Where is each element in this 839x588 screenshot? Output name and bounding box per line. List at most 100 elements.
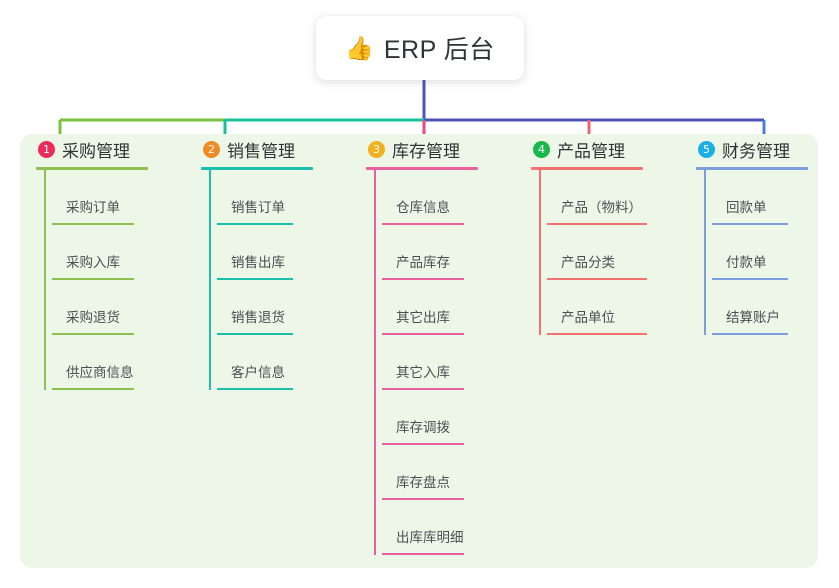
module-item[interactable]: 产品分类 [539,225,647,280]
module-item[interactable]: 出库库明细 [374,500,478,555]
module-item-rule [382,333,464,335]
module-item-label: 结算账户 [726,310,780,325]
module-item[interactable]: 库存盘点 [374,445,478,500]
module-index-badge: 2 [203,140,220,158]
branch-trunk-line [44,170,46,390]
module-column-4: 4 产品管理产品（物料） 产品分类产品单位 [531,134,647,335]
module-item-rule [52,333,134,335]
module-header-rule [531,167,643,170]
module-index-badge: 5 [698,140,715,158]
module-item-rule [382,443,464,445]
module-item[interactable]: 产品库存 [374,225,478,280]
module-item-label: 产品分类 [561,255,615,270]
module-item-label: 销售出库 [231,255,285,270]
module-item[interactable]: 其它出库 [374,280,478,335]
module-header-rule [366,167,478,170]
module-header-2[interactable]: 2 销售管理 [201,134,313,164]
module-item-list: 回款单付款单结算账户 [696,170,808,335]
module-item-label: 产品（物料） [561,200,642,215]
module-header-4[interactable]: 4 产品管理 [531,134,643,164]
module-item-label: 采购订单 [66,200,120,215]
module-item-rule [547,223,647,225]
module-item-rule [712,278,788,280]
module-item-rule [712,223,788,225]
module-item[interactable]: 采购订单 [44,170,148,225]
module-item-label: 其它入库 [396,365,450,380]
root-title-card[interactable]: 👍 ERP 后台 [316,16,524,80]
module-item-label: 库存盘点 [396,475,450,490]
module-item-rule [547,333,647,335]
module-item[interactable]: 销售退货 [209,280,313,335]
module-title: 产品管理 [557,141,625,161]
module-item[interactable]: 结算账户 [704,280,808,335]
module-index-badge: 3 [368,140,385,158]
module-item-label: 产品库存 [396,255,450,270]
module-item[interactable]: 客户信息 [209,335,313,390]
module-item-rule [217,333,293,335]
module-item-label: 其它出库 [396,310,450,325]
module-item-rule [382,223,464,225]
module-header-rule [696,167,808,170]
module-title: 财务管理 [722,141,790,161]
module-index-badge: 1 [38,140,55,158]
module-item-label: 回款单 [726,200,767,215]
module-item-rule [382,498,464,500]
module-item-list: 采购订单采购入库采购退货供应商信息 [36,170,148,390]
thumbs-up-icon: 👍 [345,34,374,61]
module-item[interactable]: 产品（物料） [539,170,647,225]
module-item[interactable]: 销售订单 [209,170,313,225]
module-item-label: 出库库明细 [396,530,464,545]
module-header-5[interactable]: 5 财务管理 [696,134,808,164]
module-item-rule [382,388,464,390]
module-header-rule [201,167,313,170]
module-column-3: 3 库存管理仓库信息产品库存其它出库其它入库库存调拨库存盘点出库库明细 [366,134,478,555]
module-index-badge: 4 [533,140,550,158]
module-column-1: 1 采购管理采购订单采购入库采购退货供应商信息 [36,134,148,390]
module-item[interactable]: 仓库信息 [374,170,478,225]
module-item[interactable]: 采购退货 [44,280,148,335]
module-item-rule [217,388,293,390]
module-item[interactable]: 销售出库 [209,225,313,280]
module-item-rule [52,278,134,280]
branch-trunk-line [704,170,706,335]
module-item[interactable]: 采购入库 [44,225,148,280]
module-item-list: 销售订单销售出库销售退货客户信息 [201,170,313,390]
module-item-rule [382,553,464,555]
module-item-rule [547,278,647,280]
module-item[interactable]: 付款单 [704,225,808,280]
module-item-label: 产品单位 [561,310,615,325]
page-title: ERP 后台 [383,36,495,64]
module-item-label: 仓库信息 [396,200,450,215]
module-item-rule [712,333,788,335]
module-item-label: 库存调拨 [396,420,450,435]
module-item-rule [217,223,293,225]
module-item-label: 供应商信息 [66,365,134,380]
module-title: 采购管理 [62,141,130,161]
module-item[interactable]: 供应商信息 [44,335,148,390]
module-item[interactable]: 产品单位 [539,280,647,335]
module-item[interactable]: 库存调拨 [374,390,478,445]
module-item-list: 产品（物料） 产品分类产品单位 [531,170,647,335]
branch-trunk-line [209,170,211,390]
module-item[interactable]: 其它入库 [374,335,478,390]
branch-trunk-line [374,170,376,555]
module-item-list: 仓库信息产品库存其它出库其它入库库存调拨库存盘点出库库明细 [366,170,478,555]
module-title: 销售管理 [227,141,295,161]
module-item-rule [52,388,134,390]
module-item-label: 采购退货 [66,310,120,325]
module-item-label: 销售订单 [231,200,285,215]
module-item-label: 销售退货 [231,310,285,325]
module-item-label: 付款单 [726,255,767,270]
module-item-label: 采购入库 [66,255,120,270]
module-header-3[interactable]: 3 库存管理 [366,134,478,164]
module-column-5: 5 财务管理回款单付款单结算账户 [696,134,808,335]
module-item[interactable]: 回款单 [704,170,808,225]
module-item-rule [217,278,293,280]
module-item-rule [52,223,134,225]
module-title: 库存管理 [392,141,460,161]
module-header-1[interactable]: 1 采购管理 [36,134,148,164]
module-item-label: 客户信息 [231,365,285,380]
module-column-2: 2 销售管理销售订单销售出库销售退货客户信息 [201,134,313,390]
modules-panel: 1 采购管理采购订单采购入库采购退货供应商信息 2 销售管理销售订单销售出库销售退货客… [20,134,818,568]
